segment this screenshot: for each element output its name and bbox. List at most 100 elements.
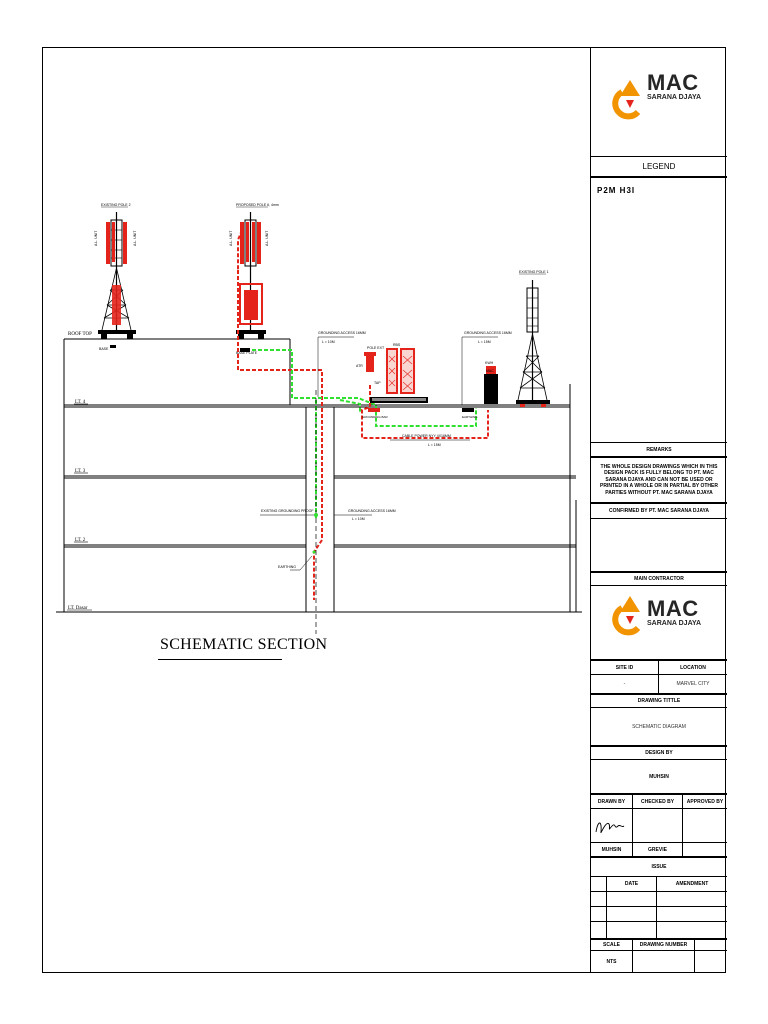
design-by-value: MUHSIN <box>649 773 669 780</box>
level-lt4-label: LT. 4 <box>75 400 86 405</box>
issue-header-row: ISSUE <box>591 856 727 876</box>
site-id-value: - <box>591 675 659 693</box>
l-value-4: L = 10M <box>352 517 365 521</box>
design-by-label: DESIGN BY <box>645 750 673 756</box>
scale-header-row: SCALE DRAWING NUMBER <box>591 938 727 950</box>
issue-row-1 <box>591 891 727 906</box>
location-label: LOCATION <box>680 664 706 671</box>
company-logo-mark <box>612 80 641 120</box>
power-cable-paths <box>237 229 489 600</box>
main-contractor-label: MAIN CONTRACTOR <box>634 576 684 582</box>
schematic-section-title: SCHEMATIC SECTION <box>160 636 328 653</box>
main-contractor-row: MAIN CONTRACTOR <box>591 571 727 585</box>
checked-by-name: GREVIE <box>633 843 683 856</box>
issue-cell <box>607 922 657 938</box>
approved-by-signature-cell <box>683 809 727 842</box>
issue-row-2 <box>591 906 727 921</box>
ac-unit-label-1: A.L. UNIT <box>94 230 98 246</box>
amendment-label: AMENDMENT <box>675 881 709 887</box>
proposed-pole: PROPOSED POLE 6, 4mm A.L. UNIT A.L. UNIT… <box>229 203 279 355</box>
existing-pole-2: EXISTING POLE 2 A.L. UNIT A.L. UNIT BASE <box>94 203 137 351</box>
drawing-title-header-row: DRAWING TITTLE <box>591 693 727 707</box>
legend-body: P2M H3I <box>591 176 727 442</box>
legend-header-row: LEGEND <box>591 156 727 176</box>
existing-pole-2-label: EXISTING POLE 2 <box>101 203 131 207</box>
base-label: BASE <box>99 347 109 351</box>
grounding-bar-label: GROUNDING BAR <box>362 415 389 419</box>
level-roof-label: ROOF TOP <box>68 332 92 337</box>
site-header-row: SITE ID LOCATION <box>591 659 727 674</box>
ac-unit-label-4: A.L. UNIT <box>265 230 269 246</box>
contractor-logo-name: MAC <box>647 596 699 621</box>
drawing-number-label: DRAWING NUMBER <box>633 940 695 950</box>
remarks-header-row: REMARKS <box>591 442 727 456</box>
confirmed-by: CONFIRMED BY PT. MAC SARANA DJAYA <box>609 508 709 514</box>
scale-value-row: NTS <box>591 950 727 972</box>
contractor-logo-row: MAC SARANA DJAYA <box>591 585 727 659</box>
drawing-number-value <box>633 951 695 972</box>
existing-grounding-label: EXISTING GROUNDING PROOF <box>261 509 314 513</box>
issue-cell <box>607 907 657 921</box>
remarks-title: REMARKS <box>646 446 672 453</box>
mac-label: MAC <box>486 369 494 373</box>
level-lt1-label: LT. Dasar <box>68 606 88 611</box>
issue-cell <box>591 907 607 921</box>
issue-label: ISSUE <box>651 864 667 870</box>
ac-unit-label-2: A.L. UNIT <box>133 230 137 246</box>
remarks-body: THE WHOLE DESIGN DRAWINGS WHICH IN THIS … <box>591 456 727 502</box>
issue-cell <box>591 922 607 938</box>
ac-unit-label-3: A.L. UNIT <box>229 230 233 246</box>
grounding-cable-paths <box>252 349 477 520</box>
signoff-signature-row <box>591 808 727 842</box>
callouts <box>260 336 498 571</box>
site-value-row: - MARVEL CITY <box>591 674 727 693</box>
l-value-1: L = 10M <box>322 340 335 344</box>
issue-row-3 <box>591 921 727 938</box>
cable-power-label: CABLE POWER NYY 4X16MM <box>402 434 451 438</box>
drawing-title-value: SCHEMATIC DIAGRAM <box>632 723 686 730</box>
rbs-label: RBS <box>393 343 401 347</box>
confirmed-space <box>591 518 727 571</box>
scale-value: NTS <box>591 951 633 972</box>
site-id-label: SITE ID <box>591 661 659 674</box>
pole-ext-label: POLE EXT <box>367 346 385 350</box>
checked-by-label: CHECKED BY <box>633 795 683 808</box>
drawn-by-name: MUHSIN <box>591 843 633 856</box>
checked-by-signature-cell <box>633 809 683 842</box>
scale-label: SCALE <box>591 940 633 950</box>
approved-by-label: APPROVED BY <box>686 798 724 805</box>
l-value-2: L = 15M <box>478 340 491 344</box>
date-label: DATE <box>607 877 657 891</box>
remarks-text: THE WHOLE DESIGN DRAWINGS WHICH IN THIS … <box>600 463 718 496</box>
company-logo-name: MAC <box>647 70 699 95</box>
earthing-label: EARTHING <box>462 415 478 419</box>
company-logo-sub: SARANA DJAYA <box>647 94 702 101</box>
drawing-title-label: DRAWING TITTLE <box>637 698 681 704</box>
schematic-title-underline <box>158 659 282 660</box>
design-by-value-row: MUHSIN <box>591 759 727 793</box>
proposed-pole-label: PROPOSED POLE 6, 4mm <box>236 203 279 207</box>
existing-pole-1: EXISTING POLE 1 <box>516 270 550 407</box>
signoff-names-row: MUHSIN GREVIE <box>591 842 727 856</box>
grounding-access-label-3: GROUNDING ACCESS 16MM <box>348 509 396 513</box>
issue-columns-row: DATE AMENDMENT <box>591 876 727 891</box>
level-lt2-label: LT. 2 <box>75 538 86 543</box>
issue-no-header <box>591 877 607 891</box>
existing-pole-1-label: EXISTING POLE 1 <box>519 270 549 274</box>
atr-label: ATR <box>356 364 363 368</box>
legend-item: P2M H3I <box>597 186 636 195</box>
contractor-logo: MAC SARANA DJAYA <box>643 596 701 628</box>
company-logo-row: MAC SARANA DJAYA <box>591 47 727 156</box>
issue-cell <box>607 892 657 906</box>
signature <box>595 822 625 834</box>
title-block: MAC SARANA DJAYA LEGEND P2M H3I REMARKS … <box>590 47 727 973</box>
company-logo: MAC SARANA DJAYA <box>643 70 702 102</box>
earthing-callout-label: EARTHING <box>278 565 296 569</box>
drawing-sheet <box>42 47 726 973</box>
confirmed-row: CONFIRMED BY PT. MAC SARANA DJAYA <box>591 502 727 518</box>
grounding-access-label-2: GROUNDING ACCESS 16MM <box>464 331 512 335</box>
legend-title: LEGEND <box>642 162 676 171</box>
signoff-header-row: DRAWN BY CHECKED BY APPROVED BY <box>591 793 727 808</box>
grounding-access-label-1: GROUNDING ACCESS 16MM <box>318 331 366 335</box>
